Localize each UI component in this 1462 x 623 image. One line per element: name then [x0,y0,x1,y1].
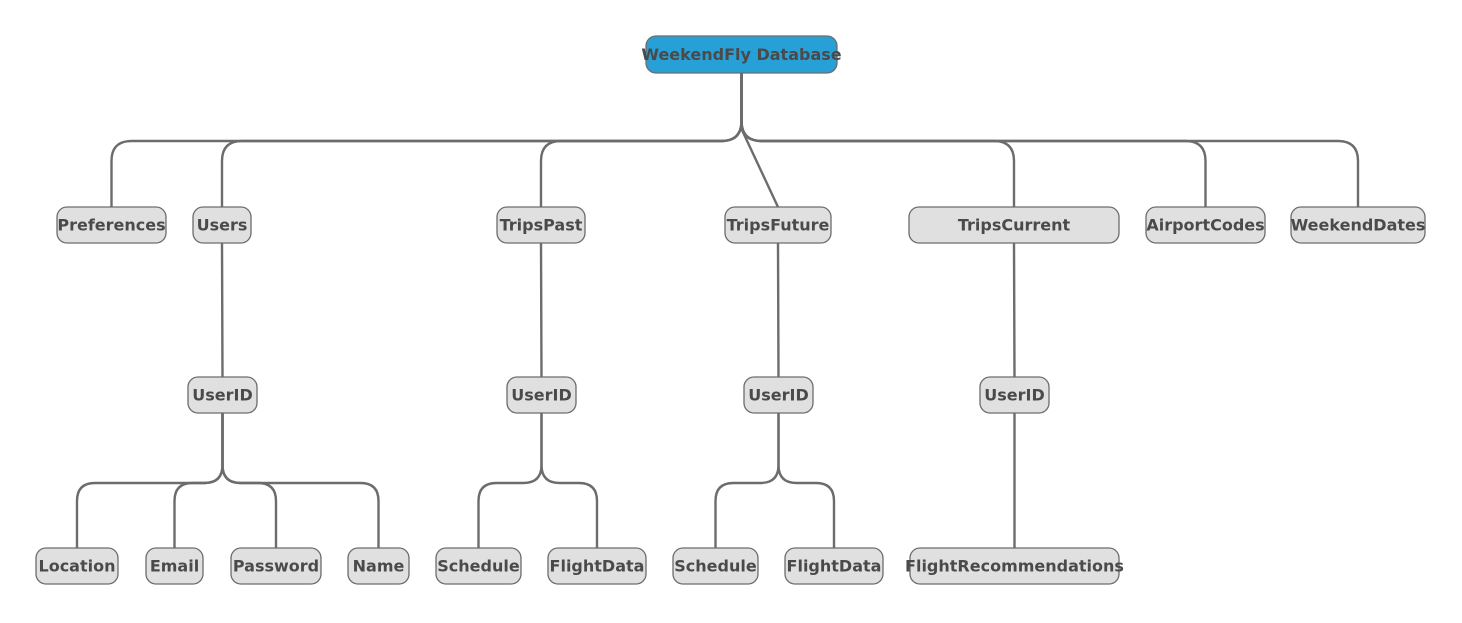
edge-userid-1-to-child-0 [477,411,543,550]
node-schedule-6: Schedule [672,547,759,585]
node-tripspast: TripsPast [496,206,586,244]
node-airportcodes-box [1145,206,1266,244]
node-flightrecommendations-8-label: FlightRecommendations [905,557,1124,576]
node-email-1-box [145,547,204,585]
node-email-1-label: Email [150,557,199,576]
node-userid-tripscurrent: UserID [979,376,1050,414]
node-password-2-box [230,547,322,585]
edge-userid-1-to-child-1 [540,411,599,550]
node-email-1: Email [145,547,204,585]
connector-lines [75,71,1360,550]
node-tripscurrent-label: TripsCurrent [958,216,1071,235]
node-userid-tripsfuture-box [743,376,814,414]
node-userid-users-box [187,376,258,414]
node-userid-users-label: UserID [192,386,253,405]
node-flightdata-5-box [547,547,647,585]
node-schedule-4: Schedule [435,547,522,585]
node-schedule-6-label: Schedule [674,557,757,576]
node-tripsfuture-box [724,206,832,244]
node-flightdata-7-label: FlightData [787,557,882,576]
node-users-box [192,206,252,244]
node-flightdata-5: FlightData [547,547,647,585]
node-tripscurrent-box [908,206,1120,244]
node-tripsfuture-label: TripsFuture [727,216,830,235]
node-schedule-4-label: Schedule [437,557,520,576]
node-flightdata-7-box [784,547,884,585]
edge-l1-to-userid-1 [539,241,543,379]
node-userid-tripsfuture: UserID [743,376,814,414]
node-password-2: Password [230,547,322,585]
node-flightdata-7: FlightData [784,547,884,585]
edge-l1-to-userid-0 [220,241,224,379]
node-flightdata-5-label: FlightData [550,557,645,576]
node-userid-tripspast-box [506,376,577,414]
node-password-2-label: Password [233,557,319,576]
edge-l1-to-userid-2 [776,241,780,379]
node-name-3-label: Name [353,557,405,576]
node-location-0-box [35,547,119,585]
node-weekenddates-box [1290,206,1426,244]
edge-userid-0-to-child-0 [75,411,224,550]
node-flightrecommendations-8-box [909,547,1120,585]
edge-l1-to-userid-3 [1012,241,1016,379]
node-userid-tripspast-label: UserID [511,386,572,405]
node-userid-tripspast: UserID [506,376,577,414]
node-tripscurrent: TripsCurrent [908,206,1120,244]
root-node-weekendfly-database: WeekendFly Database [641,35,842,74]
edge-userid-2-to-child-1 [777,411,836,550]
node-weekenddates: WeekendDates [1290,206,1426,244]
node-userid-tripscurrent-label: UserID [984,386,1045,405]
edge-root-to-tripspast [539,71,743,209]
node-weekenddates-label: WeekendDates [1291,216,1426,235]
node-users-label: Users [197,216,248,235]
node-schedule-4-box [435,547,522,585]
node-userid-tripscurrent-box [979,376,1050,414]
node-name-3: Name [347,547,410,585]
edge-root-to-weekenddates [740,71,1360,209]
node-preferences-label: Preferences [57,216,165,235]
edge-userid-0-to-child-3 [221,411,380,550]
node-airportcodes-label: AirportCodes [1146,216,1264,235]
edge-userid-0-to-child-1 [173,411,224,550]
root-node-weekendfly-database-label: WeekendFly Database [641,45,841,64]
node-location-0-label: Location [39,557,116,576]
node-userid-users: UserID [187,376,258,414]
node-tripspast-label: TripsPast [500,216,583,235]
root-node-weekendfly-database-box [645,35,838,74]
node-schedule-6-box [672,547,759,585]
node-preferences-box [56,206,167,244]
node-airportcodes: AirportCodes [1145,206,1266,244]
edge-userid-2-to-child-0 [714,411,780,550]
node-name-3-box [347,547,410,585]
node-location-0: Location [35,547,119,585]
node-tripspast-box [496,206,586,244]
node-preferences: Preferences [56,206,167,244]
node-users: Users [192,206,252,244]
node-tripsfuture: TripsFuture [724,206,832,244]
node-userid-tripsfuture-label: UserID [748,386,809,405]
node-flightrecommendations-8: FlightRecommendations [905,547,1124,585]
